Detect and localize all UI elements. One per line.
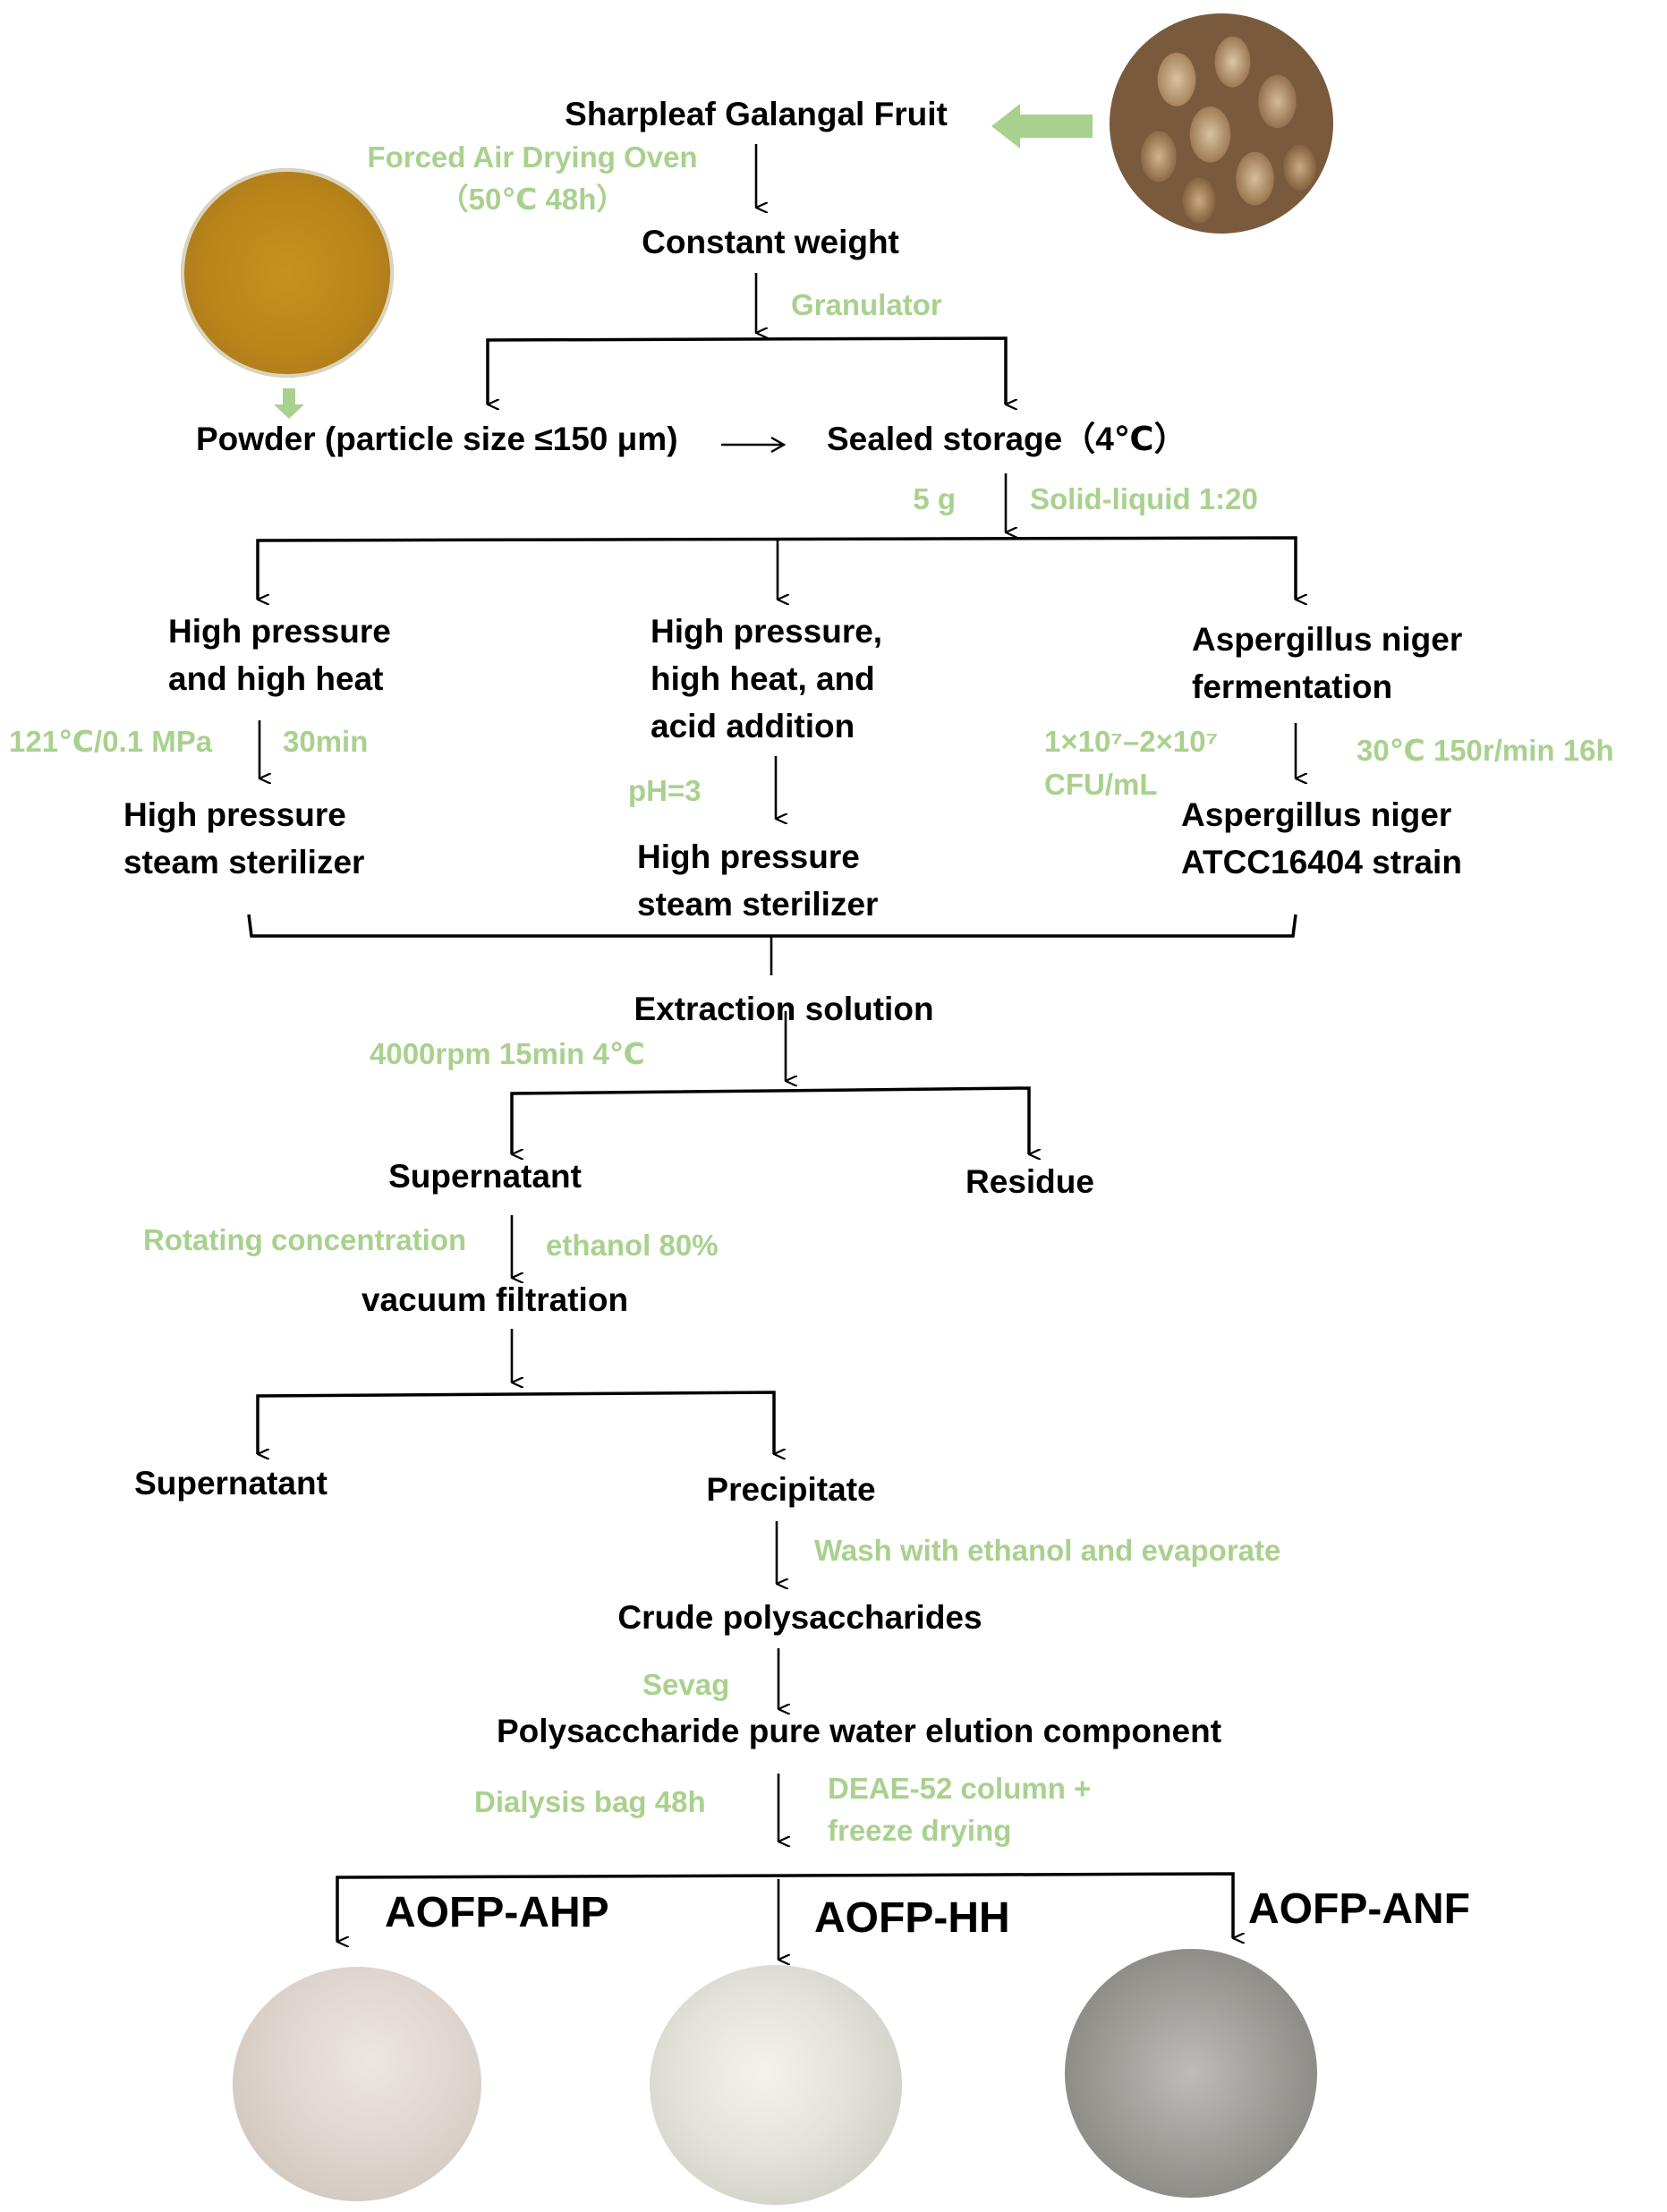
node-sterilizer-1-line2: steam sterilizer bbox=[123, 844, 365, 881]
aofp-anf-sample-photo bbox=[1065, 1949, 1317, 2198]
node-acid-treatment-line3: acid addition bbox=[651, 708, 855, 744]
condition-solid-liquid-ratio: Solid-liquid 1:20 bbox=[1030, 482, 1258, 515]
node-vacuum-filtration: vacuum filtration bbox=[361, 1281, 629, 1318]
condition-deae-column: DEAE-52 column + bbox=[828, 1772, 1092, 1805]
condition-centrifuge: 4000rpm 15min 4℃ bbox=[370, 1037, 645, 1070]
condition-hph-time: 30min bbox=[283, 725, 369, 758]
node-sterilizer-2-line1: High pressure bbox=[637, 838, 860, 875]
node-high-pressure-high-heat-line1: High pressure bbox=[168, 613, 391, 650]
node-residue: Residue bbox=[965, 1163, 1094, 1200]
node-sealed-storage: Sealed storage（4℃） bbox=[827, 421, 1187, 457]
sharpleaf-galangal-fruit-photo bbox=[1110, 13, 1333, 234]
condition-hph-temp-pressure: 121℃/0.1 MPa bbox=[9, 725, 213, 758]
product-aofp-hh: AOFP-HH bbox=[814, 1894, 1010, 1942]
product-aofp-anf: AOFP-ANF bbox=[1248, 1885, 1470, 1933]
condition-drying-temp-time: （50℃ 48h） bbox=[438, 183, 626, 216]
condition-spore-unit: CFU/mL bbox=[1044, 768, 1158, 801]
node-elution-component: Polysaccharide pure water elution compon… bbox=[496, 1713, 1222, 1749]
node-sharpleaf-galangal-fruit: Sharpleaf Galangal Fruit bbox=[565, 96, 948, 132]
branch-line-supernatant-residue bbox=[510, 1086, 1031, 1154]
branch-line-supernatant-precipitate bbox=[256, 1391, 776, 1454]
node-acid-treatment-line1: High pressure, bbox=[651, 613, 883, 650]
node-sterilizer-1-line1: High pressure bbox=[123, 796, 346, 833]
pointer-arrow-from-fruit-photo bbox=[991, 104, 1093, 149]
condition-mass: 5 g bbox=[913, 482, 956, 515]
node-powder: Powder (particle size ≤150 μm) bbox=[196, 421, 678, 457]
condition-ph: pH=3 bbox=[628, 774, 702, 807]
node-crude-polysaccharides: Crude polysaccharides bbox=[617, 1599, 982, 1636]
aofp-ahp-sample-photo bbox=[233, 1967, 481, 2201]
condition-freeze-drying: freeze drying bbox=[828, 1814, 1012, 1847]
node-precipitate: Precipitate bbox=[706, 1471, 876, 1508]
node-fermentation-line1: Aspergillus niger bbox=[1192, 621, 1463, 658]
node-strain-line2: ATCC16404 strain bbox=[1181, 844, 1462, 881]
node-strain-line1: Aspergillus niger bbox=[1181, 796, 1452, 833]
condition-wash: Wash with ethanol and evaporate bbox=[814, 1534, 1281, 1567]
condition-drying-oven: Forced Air Drying Oven bbox=[367, 140, 698, 174]
condition-dialysis: Dialysis bag 48h bbox=[474, 1785, 706, 1818]
node-supernatant-1: Supernatant bbox=[388, 1158, 582, 1195]
pointer-arrow-from-powder-photo bbox=[274, 388, 304, 419]
node-high-pressure-high-heat-line2: and high heat bbox=[168, 660, 384, 697]
fruit-powder-photo bbox=[181, 168, 394, 378]
condition-spore-concentration: 1×10⁷–2×10⁷ bbox=[1044, 725, 1219, 758]
condition-sevag: Sevag bbox=[642, 1668, 730, 1701]
node-supernatant-2: Supernatant bbox=[134, 1465, 327, 1502]
aofp-hh-sample-photo bbox=[650, 1965, 902, 2205]
condition-granulator: Granulator bbox=[791, 288, 942, 321]
condition-ethanol: ethanol 80% bbox=[546, 1229, 719, 1262]
node-extraction-solution: Extraction solution bbox=[634, 991, 934, 1027]
node-fermentation-line2: fermentation bbox=[1192, 668, 1393, 705]
product-aofp-ahp: AOFP-AHP bbox=[385, 1889, 609, 1936]
condition-fermentation-params: 30℃ 150r/min 16h bbox=[1357, 734, 1614, 767]
condition-rotating-concentration: Rotating concentration bbox=[143, 1223, 467, 1256]
node-constant-weight: Constant weight bbox=[642, 224, 899, 260]
node-sterilizer-2-line2: steam sterilizer bbox=[637, 886, 879, 923]
branch-line-powder-storage bbox=[486, 336, 1008, 404]
node-acid-treatment-line2: high heat, and bbox=[651, 660, 875, 697]
